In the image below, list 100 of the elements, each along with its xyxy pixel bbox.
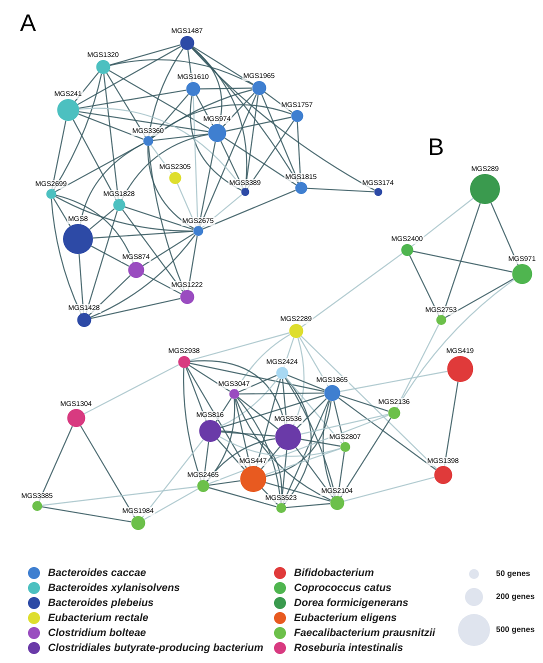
network-edge	[108, 70, 210, 129]
species-node	[264, 494, 298, 513]
legend-label: Eubacterium rectale	[48, 612, 148, 624]
network-edge	[90, 246, 130, 267]
network-edge	[78, 111, 208, 132]
network-edge	[216, 438, 245, 470]
network-edge	[72, 119, 117, 200]
network-edge	[50, 198, 82, 314]
network-edge	[182, 368, 202, 481]
species-node	[242, 72, 276, 95]
species-node	[217, 380, 251, 399]
network-edge	[206, 438, 276, 482]
network-edge	[110, 44, 180, 66]
legend-label: Bacteroides plebeius	[48, 597, 154, 609]
network-edge	[287, 374, 325, 391]
legend-label: Coprococcus catus	[294, 582, 392, 594]
network-edge	[152, 133, 208, 142]
network-edge	[152, 89, 252, 138]
network-edge	[300, 335, 437, 470]
network-edge	[265, 448, 340, 476]
legend-label: 500 genes	[496, 624, 535, 636]
network-edge	[90, 298, 180, 320]
network-edge	[121, 134, 208, 200]
network-edge	[238, 374, 277, 393]
network-edge	[236, 334, 290, 390]
species-node	[59, 400, 93, 427]
species-node	[470, 165, 500, 204]
network-edge	[396, 324, 440, 408]
species-node	[158, 163, 192, 184]
network-edge	[238, 396, 278, 430]
network-edge	[226, 116, 292, 132]
legend-label: Clostridium bolteae	[48, 627, 146, 639]
species-node	[202, 115, 232, 142]
network-edge	[152, 104, 292, 138]
species-node	[121, 253, 151, 278]
species-node	[445, 347, 475, 382]
network-edge	[55, 142, 144, 192]
network-edge	[147, 146, 194, 229]
network-edge	[282, 400, 330, 504]
network-edge	[299, 336, 328, 386]
network-edge	[78, 113, 144, 140]
network-edge	[300, 438, 340, 447]
network-edge	[80, 425, 135, 518]
network-edge	[292, 338, 305, 426]
network-edge	[306, 188, 374, 192]
network-edge	[77, 46, 182, 106]
panel-letter: A	[20, 12, 36, 36]
network-edge	[90, 234, 196, 318]
network-edge	[344, 476, 434, 502]
network-edge	[286, 503, 330, 508]
network-edge	[246, 120, 294, 190]
network-edge	[53, 198, 71, 226]
network-edge	[265, 482, 330, 502]
network-edge	[261, 94, 300, 183]
species-node	[424, 306, 458, 325]
network-edge	[190, 332, 290, 361]
species-node	[195, 411, 225, 442]
species-node	[279, 315, 313, 338]
network-edge	[42, 486, 198, 506]
species-node	[170, 281, 204, 304]
species-node	[320, 487, 354, 510]
network-edge	[38, 426, 73, 502]
network-edge	[190, 96, 242, 191]
legend-label: Bifidobacterium	[294, 567, 374, 579]
species-node	[53, 90, 83, 121]
network-edge	[148, 146, 185, 291]
network-edge	[122, 209, 184, 292]
network-edge	[338, 397, 436, 470]
network-edge	[301, 253, 402, 328]
network-edge	[396, 279, 514, 408]
network-edge	[110, 59, 254, 86]
panel-letter: B	[428, 136, 444, 160]
network-edge	[200, 88, 252, 90]
species-node	[63, 215, 93, 254]
species-node	[131, 127, 165, 146]
network-edge	[220, 377, 279, 428]
network-edge	[300, 414, 388, 435]
network-edge	[445, 278, 514, 318]
network-edge	[411, 198, 474, 247]
network-edge	[89, 208, 115, 230]
species-node	[34, 180, 68, 199]
species-node	[170, 27, 204, 50]
network-edge	[239, 392, 324, 395]
network-edge	[260, 446, 280, 470]
network-edge	[142, 273, 182, 294]
network-edge	[235, 398, 331, 501]
network-edge	[206, 398, 236, 482]
network-edge	[56, 194, 134, 263]
network-edge	[208, 480, 240, 486]
legend-label: Clostridiales butyrate-producing bacterium	[48, 642, 264, 654]
network-edge	[55, 196, 193, 232]
network-edge	[92, 230, 194, 239]
network-edge	[186, 367, 207, 421]
legend-label: 50 genes	[496, 568, 530, 580]
network-edge	[78, 90, 186, 109]
network-edge	[190, 362, 324, 392]
species-node	[377, 398, 411, 419]
legend-label: Roseburia intestinalis	[294, 642, 404, 654]
network-edge	[412, 250, 512, 273]
legend-label: Bacteroides xylanisolvens	[48, 582, 180, 594]
